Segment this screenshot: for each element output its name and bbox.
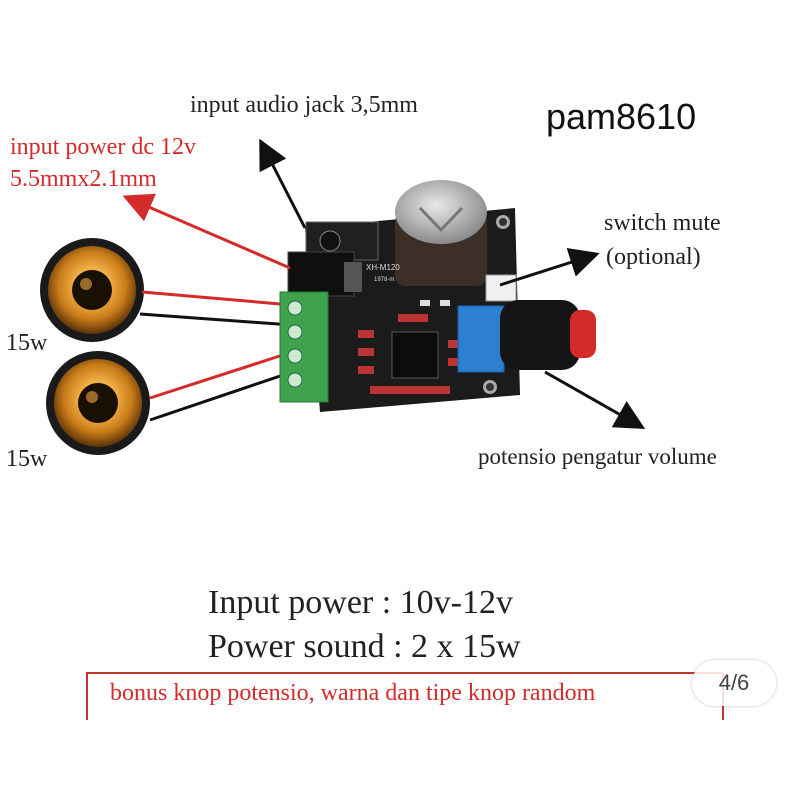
arrows [122, 138, 646, 429]
board-sub-marking: 1978-m [374, 277, 394, 283]
image-pager[interactable]: 4/6 [692, 660, 776, 706]
label-volume: potensio pengatur volume [478, 444, 717, 469]
label-mute-line1: switch mute [604, 210, 721, 236]
mute-switch [485, 274, 517, 302]
board-model-marking: XH-M120 [366, 263, 400, 272]
note-text: bonus knop potensio, warna dan tipe knop… [110, 680, 596, 706]
speaker-bottom [46, 351, 150, 455]
label-audio-jack: input audio jack 3,5mm [190, 92, 418, 118]
product-title: pam8610 [546, 96, 697, 137]
spec-power-sound: Power sound : 2 x 15w [208, 628, 521, 665]
speaker-terminal [279, 291, 329, 403]
volume-potentiometer [457, 300, 596, 373]
dc-jack [287, 251, 362, 297]
label-speaker-top: 15w [6, 330, 48, 356]
speaker-wires [139, 290, 293, 422]
capacitor [395, 180, 487, 286]
spec-input-power: Input power : 10v-12v [208, 584, 514, 621]
label-mute-line2: (optional) [606, 244, 701, 270]
label-power-line1: input power dc 12v [10, 134, 196, 160]
label-speaker-bottom: 15w [6, 446, 48, 472]
label-power-line2: 5.5mmx2.1mm [10, 166, 157, 192]
speaker-top [40, 238, 144, 342]
